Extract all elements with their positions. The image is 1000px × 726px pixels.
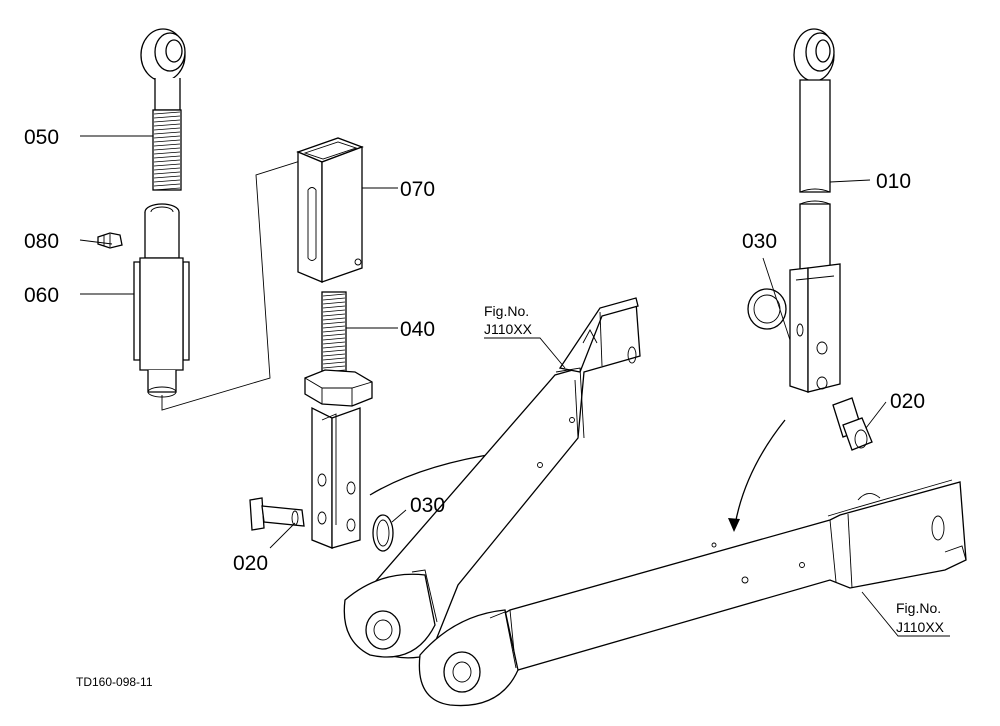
part-label-070: 070 — [400, 178, 435, 201]
part-label-010: 010 — [876, 170, 911, 193]
part-label-020-left: 020 — [233, 552, 268, 575]
pin-020-left — [249, 497, 305, 531]
lower-link-arm-right — [418, 479, 967, 707]
sleeve-060 — [133, 203, 190, 398]
part-label-050: 050 — [24, 126, 59, 149]
lower-link-arm-left — [343, 297, 641, 659]
fig-ref-right-line1: Fig.No. — [896, 600, 941, 616]
part-label-020-right: 020 — [890, 390, 925, 413]
part-label-030-right: 030 — [742, 230, 777, 253]
lift-rod-010 — [789, 28, 841, 393]
grease-nipple-080 — [97, 232, 123, 249]
part-label-060: 060 — [24, 284, 59, 307]
fig-ref-right-line2: J110XX — [896, 619, 945, 635]
fig-ref-left-line2: J110XX — [484, 321, 533, 337]
threaded-clevis-040 — [304, 291, 373, 549]
ring-030-left — [372, 514, 394, 552]
drawing-code: TD160-098-11 — [76, 675, 153, 689]
pin-020-right — [832, 397, 873, 451]
square-tube-070 — [296, 137, 364, 283]
leader-lines — [79, 135, 950, 637]
part-label-080: 080 — [24, 230, 59, 253]
top-link-rod-050 — [140, 28, 186, 191]
assembly-arrow-right — [728, 419, 786, 532]
fig-ref-left-line1: Fig.No. — [484, 303, 529, 319]
ring-030-right — [747, 288, 787, 330]
part-label-040: 040 — [400, 318, 435, 341]
part-label-030-left: 030 — [410, 494, 445, 517]
